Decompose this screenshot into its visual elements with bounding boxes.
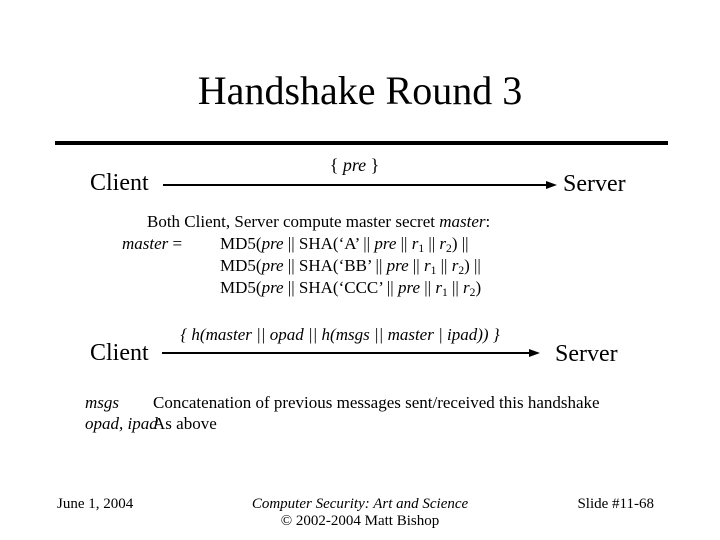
footer-copyright: © 2002-2004 Matt Bishop bbox=[280, 513, 440, 529]
message2-arrow bbox=[162, 349, 540, 357]
definition-text: Concatenation of previous messages sent/… bbox=[153, 393, 600, 412]
message2-client-label: Client bbox=[90, 340, 149, 366]
compute-intro-line: Both Client, Server compute master secre… bbox=[147, 212, 491, 231]
message2-server-label: Server bbox=[555, 341, 618, 367]
message1-server-label: Server bbox=[563, 171, 626, 197]
definition-term: opad, ipad bbox=[85, 414, 158, 433]
compute-equation-line1: master = MD5(pre || SHA(‘A’ || pre || r1 … bbox=[122, 233, 469, 255]
arrowhead-right-icon bbox=[529, 349, 540, 357]
title-underline bbox=[55, 141, 668, 145]
footer-center: Computer Security: Art and Science © 200… bbox=[0, 496, 720, 530]
compute-equation-line3: MD5(pre || SHA(‘CCC’ || pre || r1 || r2) bbox=[220, 278, 482, 300]
equation-rhs-line1: MD5(pre || SHA(‘A’ || pre || r1 || r2) |… bbox=[220, 234, 469, 256]
message1-client-label: Client bbox=[90, 170, 149, 196]
message1-label: { pre } bbox=[329, 155, 380, 175]
definition-row-msgs: msgs Concatenation of previous messages s… bbox=[85, 392, 600, 414]
arrowhead-right-icon bbox=[546, 181, 557, 189]
definition-text: As above bbox=[153, 414, 217, 433]
footer-slide-number: Slide #11-68 bbox=[577, 496, 654, 512]
footer-date: June 1, 2004 bbox=[57, 496, 134, 512]
compute-equation-line2: MD5(pre || SHA(‘BB’ || pre || r1 || r2) … bbox=[220, 256, 481, 278]
definition-row-opad-ipad: opad, ipadAs above bbox=[85, 413, 217, 435]
definition-term: msgs bbox=[85, 393, 120, 412]
message2-label: { h(master || opad || h(msgs || master |… bbox=[180, 325, 500, 344]
message1-arrow bbox=[163, 181, 557, 189]
slide-title: Handshake Round 3 bbox=[197, 68, 523, 113]
equation-lhs: master = bbox=[122, 234, 183, 253]
footer-book-title: Computer Security: Art and Science bbox=[251, 496, 469, 512]
